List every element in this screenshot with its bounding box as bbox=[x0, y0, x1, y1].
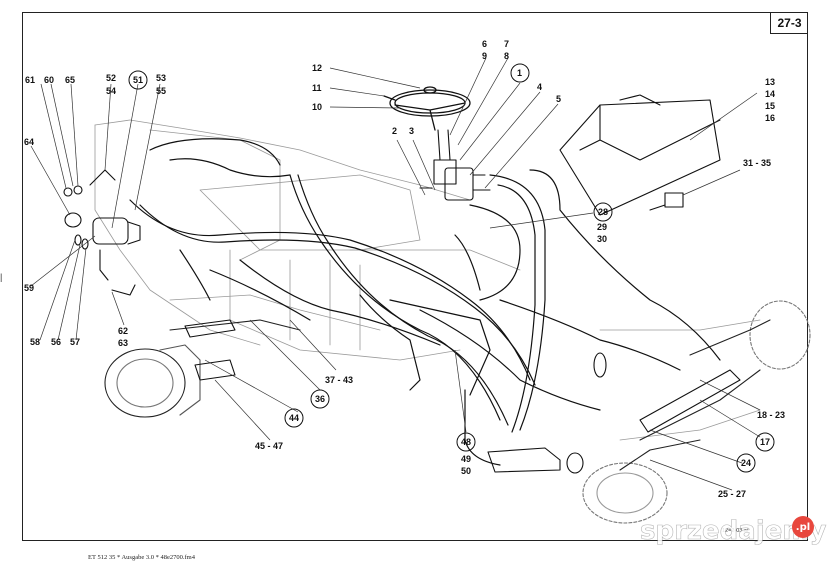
bracket bbox=[559, 94, 721, 216]
label-63: 63 bbox=[118, 338, 128, 348]
label-65: 65 bbox=[65, 75, 75, 85]
label-51: 51 bbox=[133, 75, 143, 85]
label-5: 5 bbox=[556, 94, 561, 104]
label-15: 15 bbox=[765, 101, 775, 111]
pump-assembly bbox=[63, 169, 141, 296]
label-48: 48 bbox=[461, 437, 471, 447]
footer-text: ET 512 35 * Ausgabe 3.0 * 48e2700.fm4 bbox=[88, 554, 195, 561]
label-58: 58 bbox=[30, 337, 40, 347]
label-24: 24 bbox=[741, 458, 751, 468]
label-53: 53 bbox=[156, 73, 166, 83]
label-17: 17 bbox=[760, 437, 770, 447]
steering-cylinders bbox=[184, 319, 741, 474]
label-52: 52 bbox=[106, 73, 116, 83]
label-13: 13 bbox=[765, 77, 775, 87]
label-1: 1 bbox=[517, 68, 522, 78]
label-49: 49 bbox=[461, 454, 471, 464]
tractor-body-outline bbox=[94, 119, 761, 441]
label-2: 2 bbox=[392, 126, 397, 136]
label-3: 3 bbox=[409, 126, 414, 136]
label-50: 50 bbox=[461, 466, 471, 476]
label-16: 16 bbox=[765, 113, 775, 123]
steering-wheel bbox=[383, 86, 471, 131]
label-54: 54 bbox=[106, 86, 116, 96]
callout-labels: 61 60 65 52 54 51 53 55 64 59 58 56 57 6… bbox=[24, 39, 785, 499]
label-11: 11 bbox=[312, 83, 322, 93]
label-61: 61 bbox=[25, 75, 35, 85]
label-64: 64 bbox=[24, 137, 34, 147]
label-12: 12 bbox=[312, 63, 322, 73]
page-number: 27-3 bbox=[770, 12, 808, 34]
label-30: 30 bbox=[597, 234, 607, 244]
edge-mark: | bbox=[0, 272, 3, 282]
label-8: 8 bbox=[504, 51, 509, 61]
label-37-43: 37 - 43 bbox=[325, 375, 353, 385]
callout-circles bbox=[128, 63, 775, 473]
label-56: 56 bbox=[51, 337, 61, 347]
front-wheel-left bbox=[104, 319, 301, 418]
label-9: 9 bbox=[482, 51, 487, 61]
label-7: 7 bbox=[504, 39, 509, 49]
label-31-35: 31 - 35 bbox=[743, 158, 771, 168]
label-45-47: 45 - 47 bbox=[255, 441, 283, 451]
label-62: 62 bbox=[118, 326, 128, 336]
drawing-frame bbox=[22, 12, 808, 541]
label-44: 44 bbox=[289, 413, 299, 423]
label-4: 4 bbox=[537, 82, 542, 92]
label-57: 57 bbox=[70, 337, 80, 347]
label-36: 36 bbox=[315, 394, 325, 404]
leader-lines bbox=[30, 57, 761, 491]
watermark-badge: .pl bbox=[792, 516, 814, 538]
label-29: 29 bbox=[597, 222, 607, 232]
label-10: 10 bbox=[312, 102, 322, 112]
label-28: 28 bbox=[598, 207, 608, 217]
label-25-27: 25 - 27 bbox=[718, 489, 746, 499]
label-55: 55 bbox=[156, 86, 166, 96]
label-14: 14 bbox=[765, 89, 775, 99]
drawing-reference: 12=2-03.ai bbox=[722, 528, 749, 534]
label-6: 6 bbox=[482, 39, 487, 49]
label-18-23: 18 - 23 bbox=[757, 410, 785, 420]
label-60: 60 bbox=[44, 75, 54, 85]
hydraulic-lines bbox=[129, 138, 721, 466]
label-59: 59 bbox=[24, 283, 34, 293]
steering-unit bbox=[419, 129, 491, 201]
